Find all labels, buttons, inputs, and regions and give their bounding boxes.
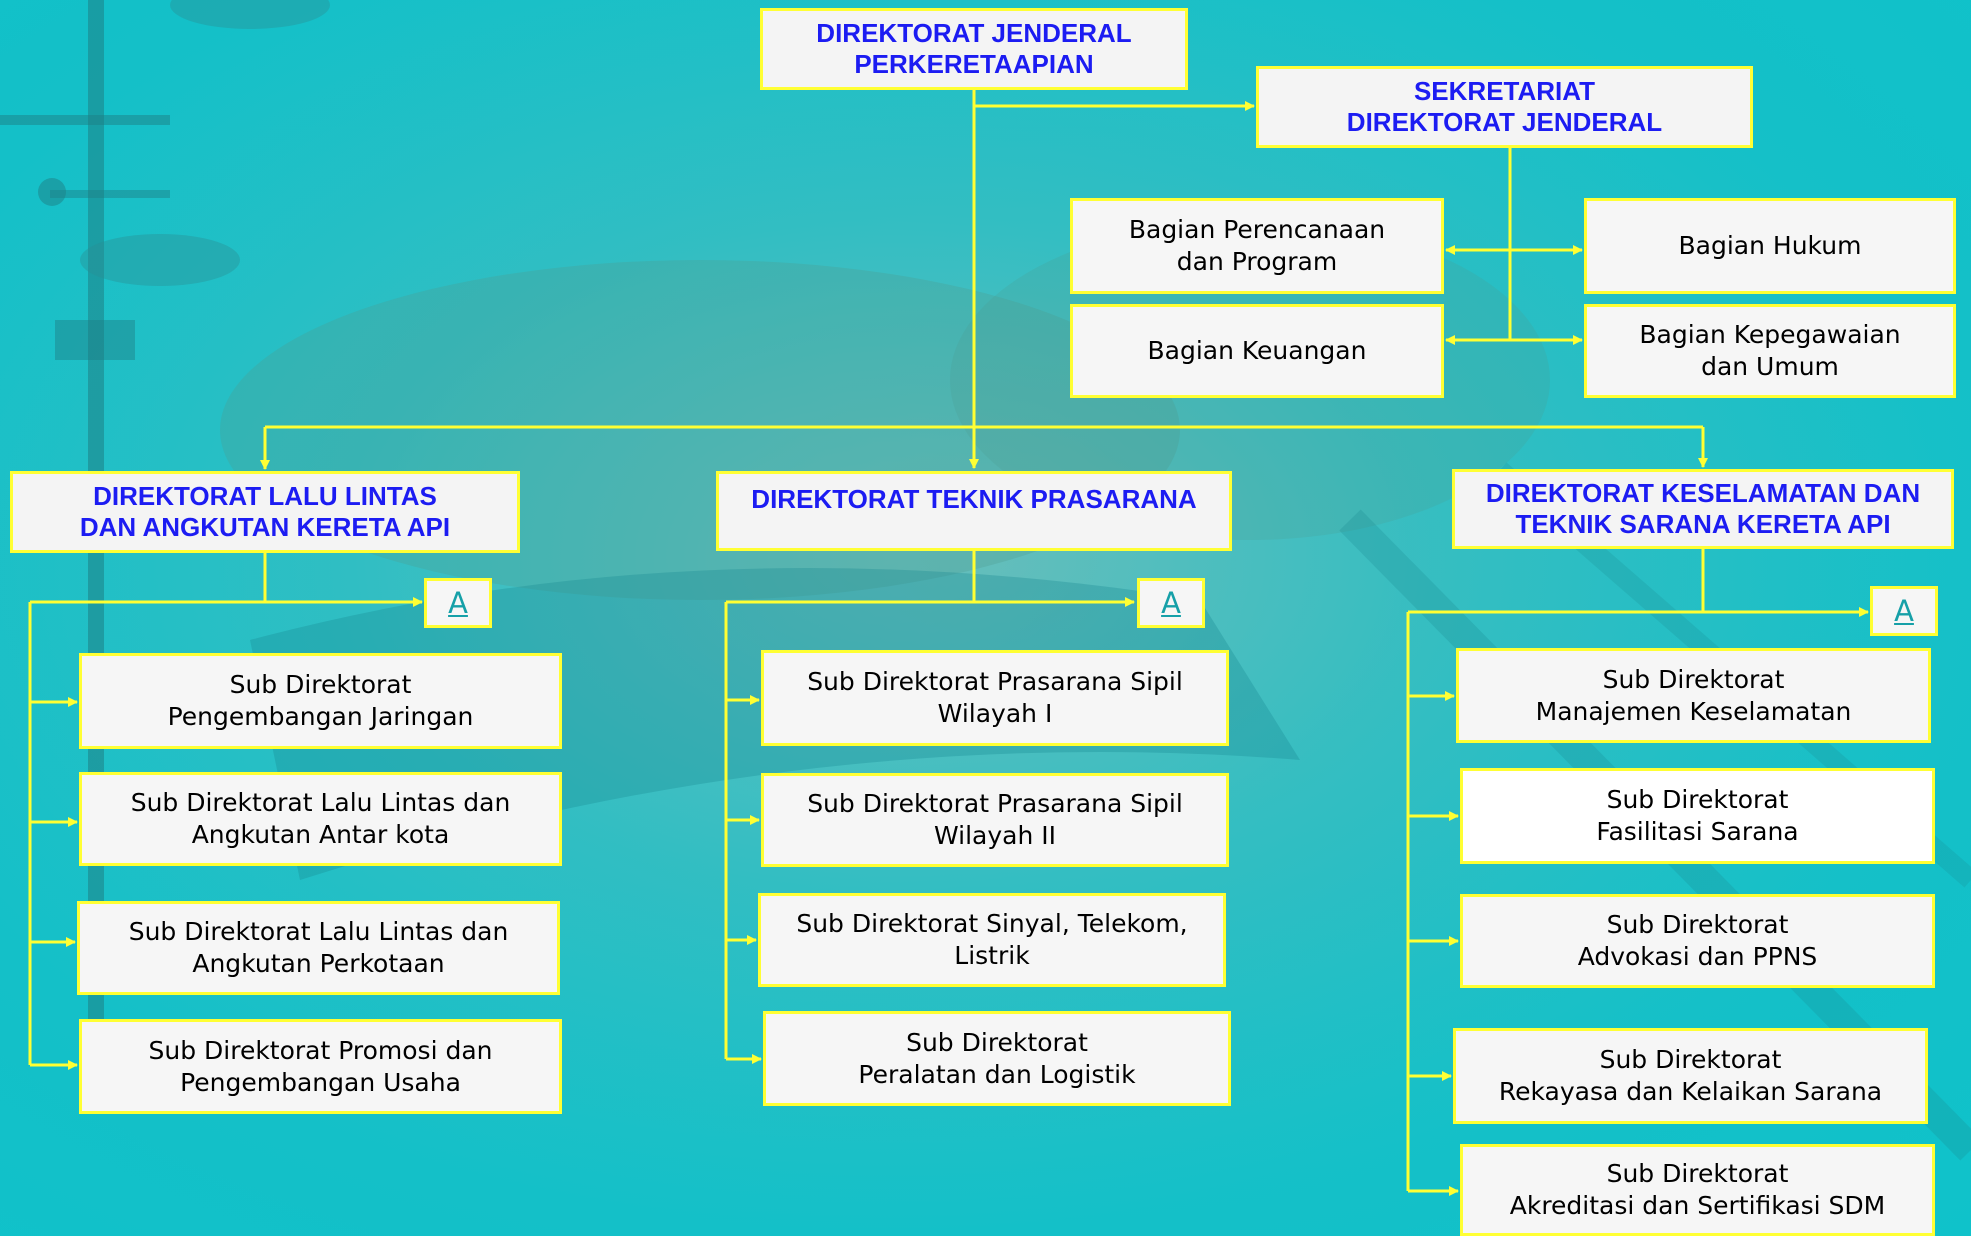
subdirectorate-box: Sub Direktorat Prasarana Sipil Wilayah I <box>761 650 1229 746</box>
subdirectorate-label: Sub Direktorat Promosi dan Pengembangan … <box>148 1035 493 1097</box>
subdirectorate-box: Sub Direktorat Peralatan dan Logistik <box>763 1011 1231 1106</box>
subdirectorate-label: Sub Direktorat Pengembangan Jaringan <box>167 670 474 731</box>
unit-keuangan: Bagian Keuangan <box>1070 304 1444 398</box>
directorate-title: DIREKTORAT KESELAMATAN DAN TEKNIK SARANA… <box>1485 478 1921 539</box>
subdirectorate-label: Sub Direktorat Advokasi dan PPNS <box>1577 910 1818 971</box>
subdirectorate-box: Sub Direktorat Promosi dan Pengembangan … <box>79 1019 562 1114</box>
subdirectorate-label: Sub Direktorat Prasarana Sipil Wilayah I <box>807 667 1183 728</box>
unit-label: Bagian Kepegawaian dan Umum <box>1639 320 1901 381</box>
unit-label: Bagian Keuangan <box>1147 336 1367 365</box>
directorate-title: DIREKTORAT TEKNIK PRASARANA <box>751 484 1197 514</box>
unit-hukum: Bagian Hukum <box>1584 198 1956 294</box>
subdirectorate-label: Sub Direktorat Lalu Lintas dan Angkutan … <box>128 917 509 978</box>
subdirectorate-label: Sub Direktorat Sinyal, Telekom, Listrik <box>796 909 1188 970</box>
link-a-llaj[interactable]: A <box>424 578 492 628</box>
secretariat-box: SEKRETARIAT DIREKTORAT JENDERAL <box>1256 66 1753 148</box>
subdirectorate-label: Sub Direktorat Lalu Lintas dan Angkutan … <box>130 788 511 849</box>
link-a-prasarana[interactable]: A <box>1137 578 1205 628</box>
link-a-label: A <box>1894 594 1914 628</box>
subdirectorate-label: Sub Direktorat Fasilitasi Sarana <box>1596 785 1799 846</box>
subdirectorate-label: Sub Direktorat Rekayasa dan Kelaikan Sar… <box>1498 1045 1883 1106</box>
unit-perencanaan: Bagian Perencanaan dan Program <box>1070 198 1444 294</box>
directorate-prasarana-box: DIREKTORAT TEKNIK PRASARANA <box>716 471 1232 551</box>
subdirectorate-box: Sub Direktorat Fasilitasi Sarana <box>1460 768 1935 864</box>
unit-label: Bagian Hukum <box>1678 231 1862 260</box>
subdirectorate-box: Sub Direktorat Lalu Lintas dan Angkutan … <box>79 772 562 866</box>
subdirectorate-label: Sub Direktorat Manajemen Keselamatan <box>1535 664 1852 726</box>
subdirectorate-box: Sub Direktorat Manajemen Keselamatan <box>1456 648 1931 743</box>
subdirectorate-box: Sub Direktorat Sinyal, Telekom, Listrik <box>758 893 1226 987</box>
subdirectorate-label: Sub Direktorat Prasarana Sipil Wilayah I… <box>807 789 1183 850</box>
subdirectorate-box: Sub Direktorat Rekayasa dan Kelaikan Sar… <box>1453 1028 1928 1124</box>
secretariat-title: SEKRETARIAT DIREKTORAT JENDERAL <box>1346 76 1663 137</box>
unit-label: Bagian Perencanaan dan Program <box>1128 215 1386 276</box>
subdirectorate-box: Sub Direktorat Advokasi dan PPNS <box>1460 894 1935 988</box>
directorate-general-box: DIREKTORAT JENDERAL PERKERETAAPIAN <box>760 8 1188 90</box>
subdirectorate-box: Sub Direktorat Lalu Lintas dan Angkutan … <box>77 901 560 995</box>
subdirectorate-box: Sub Direktorat Akreditasi dan Sertifikas… <box>1460 1144 1935 1236</box>
directorate-llaj-box: DIREKTORAT LALU LINTAS DAN ANGKUTAN KERE… <box>10 471 520 553</box>
subdirectorate-box: Sub Direktorat Prasarana Sipil Wilayah I… <box>761 773 1229 867</box>
subdirectorate-label: Sub Direktorat Akreditasi dan Sertifikas… <box>1509 1159 1886 1220</box>
subdirectorate-label: Sub Direktorat Peralatan dan Logistik <box>858 1027 1136 1089</box>
directorate-title: DIREKTORAT LALU LINTAS DAN ANGKUTAN KERE… <box>79 481 451 542</box>
unit-kepegawaian: Bagian Kepegawaian dan Umum <box>1584 304 1956 398</box>
link-a-label: A <box>1161 586 1181 620</box>
directorate-keselamatan-box: DIREKTORAT KESELAMATAN DAN TEKNIK SARANA… <box>1452 469 1954 549</box>
subdirectorate-box: Sub Direktorat Pengembangan Jaringan <box>79 653 562 749</box>
directorate-general-title: DIREKTORAT JENDERAL PERKERETAAPIAN <box>816 18 1132 79</box>
link-a-keselamatan[interactable]: A <box>1870 586 1938 636</box>
link-a-label: A <box>448 586 468 620</box>
